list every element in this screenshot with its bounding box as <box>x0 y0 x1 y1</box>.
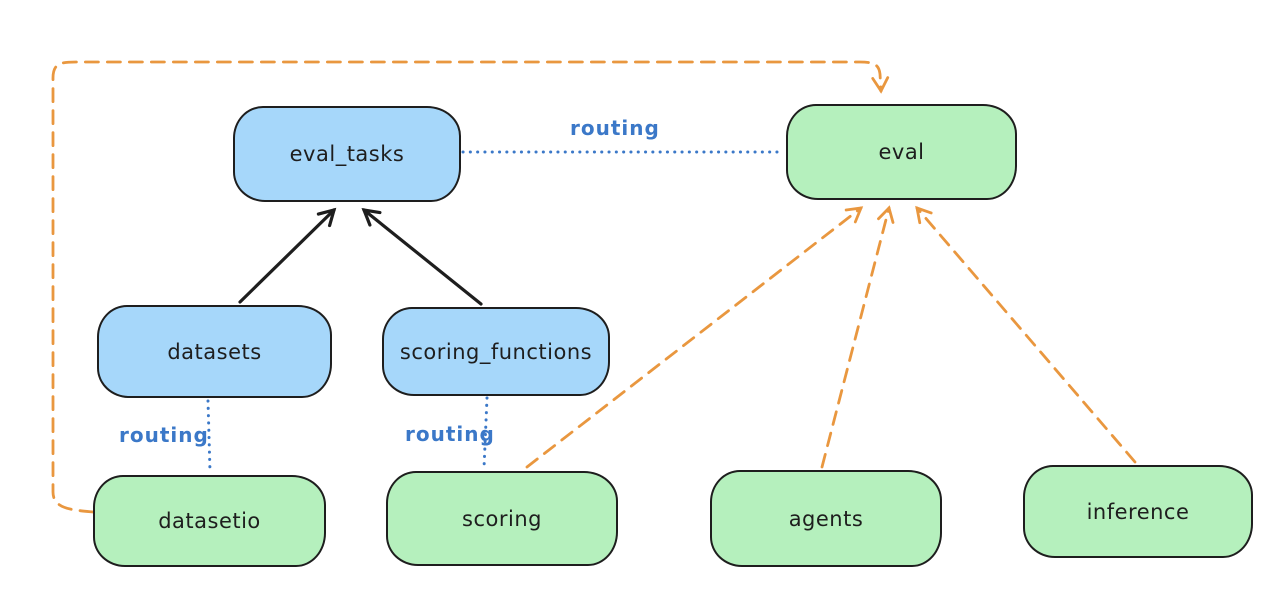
node-agents-label: agents <box>788 506 864 531</box>
node-eval-tasks: eval_tasks <box>233 106 461 202</box>
edge-datasets-to-eval-tasks <box>238 207 337 304</box>
edge-datasets-to-datasetio <box>206 399 212 473</box>
node-eval: eval <box>786 104 1017 200</box>
edge-agents-to-eval <box>820 205 895 469</box>
node-scoring-functions: scoring_functions <box>382 307 610 396</box>
node-scoring-functions-label: scoring_functions <box>399 339 593 364</box>
edge-scoring-to-eval <box>525 206 864 469</box>
node-datasets-label: datasets <box>167 339 262 364</box>
node-inference-label: inference <box>1086 499 1190 524</box>
edge-inference-to-eval <box>915 205 1137 464</box>
node-scoring: scoring <box>386 471 618 566</box>
node-datasets: datasets <box>97 305 332 398</box>
node-scoring-label: scoring <box>462 506 542 531</box>
edge-datasetio-to-eval-loop <box>51 60 890 514</box>
edge-scoring-functions-to-eval-tasks <box>361 207 483 306</box>
node-datasetio: datasetio <box>93 475 326 567</box>
edge-label-routing-scoring-functions-scoring: routing <box>405 422 495 446</box>
edge-label-routing-eval-tasks-eval: routing <box>570 116 660 140</box>
edge-label-routing-datasets-datasetio: routing <box>119 423 209 447</box>
node-eval-tasks-label: eval_tasks <box>289 142 405 166</box>
node-eval-label: eval <box>878 140 925 164</box>
node-agents: agents <box>710 470 942 567</box>
node-datasetio-label: datasetio <box>158 509 261 533</box>
node-inference: inference <box>1023 465 1253 558</box>
edge-scoring-functions-to-scoring <box>482 396 489 470</box>
